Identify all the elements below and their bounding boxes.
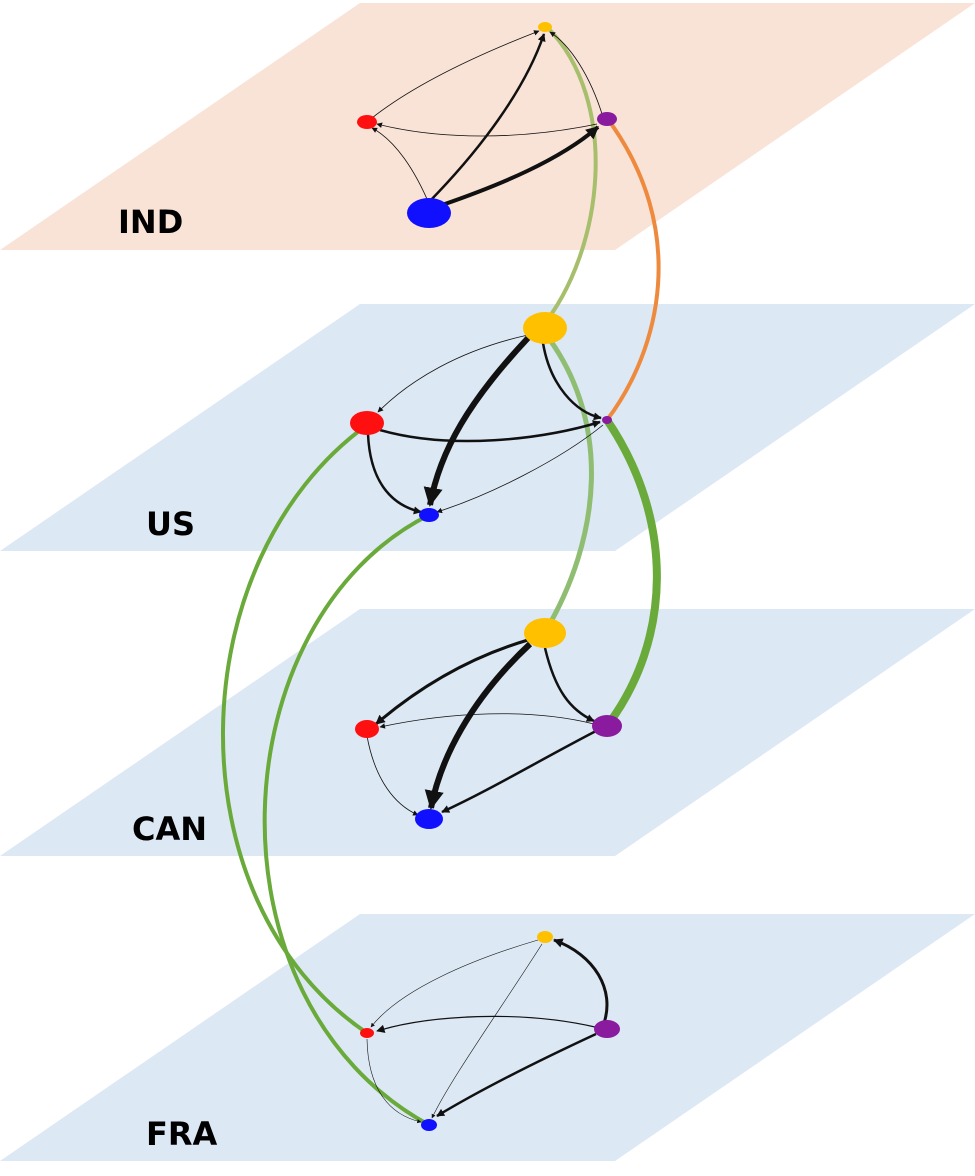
- edge-us-yellow-blue: [423, 335, 531, 507]
- edge-fra-red-blue: [366, 1038, 422, 1124]
- edge-us-red-purple: [379, 420, 601, 443]
- edge-ind-red-yellow: [371, 30, 540, 119]
- node-us-yellow: [523, 312, 567, 344]
- edge-ind-purple-yellow: [549, 31, 604, 118]
- interlayer-edge-us-can-purple: [603, 417, 661, 729]
- edge-ind-blue-red: [371, 127, 431, 207]
- node-can-purple: [592, 715, 622, 737]
- layer-planes: [0, 3, 975, 1161]
- interlayer-edge-ind-us-yellow: [539, 25, 598, 330]
- layer-label-can: CAN: [132, 810, 207, 848]
- node-us-purple: [602, 416, 612, 424]
- edge-can-yellow-purple: [543, 647, 595, 723]
- edge-ind-blue-yellow: [427, 33, 546, 204]
- edge-fra-purple-yellow: [553, 938, 609, 1024]
- edge-can-red-blue: [366, 735, 419, 816]
- nodes-fra: [360, 931, 620, 1131]
- edges-fra: [366, 938, 609, 1124]
- node-ind-red: [357, 115, 377, 129]
- edges-can: [366, 638, 597, 816]
- edges-ind: [371, 30, 604, 207]
- edge-us-yellow-purple: [541, 342, 602, 421]
- node-us-red: [350, 411, 384, 435]
- interlayer-edge-us-fra-blue: [262, 513, 430, 1127]
- edge-ind-purple-red: [376, 122, 598, 137]
- node-fra-purple: [594, 1020, 620, 1038]
- layer-labels: IND US CAN FRA: [118, 203, 218, 1153]
- edge-can-yellow-red: [375, 638, 529, 726]
- node-us-blue: [419, 508, 439, 522]
- node-ind-blue: [407, 198, 451, 228]
- edge-us-red-blue: [366, 433, 422, 515]
- nodes-ind: [357, 22, 617, 228]
- node-ind-purple: [597, 112, 617, 126]
- edges-us: [366, 334, 604, 515]
- node-fra-red: [360, 1028, 374, 1038]
- edge-us-yellow-red: [377, 334, 529, 413]
- node-can-red: [355, 720, 379, 738]
- node-can-blue: [415, 809, 443, 829]
- edge-fra-yellow-blue: [431, 943, 543, 1119]
- layer-plane-ind: [0, 3, 975, 250]
- layer-plane-fra: [0, 914, 975, 1161]
- node-can-yellow: [524, 618, 566, 648]
- edge-us-purple-blue: [436, 424, 604, 514]
- edge-can-purple-blue: [441, 729, 597, 814]
- edge-can-purple-red: [379, 713, 595, 729]
- layer-plane-can: [0, 609, 975, 856]
- layer-label-fra: FRA: [146, 1115, 218, 1153]
- nodes-can: [355, 618, 622, 829]
- edge-fra-yellow-red: [370, 939, 539, 1028]
- edge-fra-purple-red: [376, 1015, 596, 1033]
- layer-label-us: US: [146, 505, 195, 543]
- node-fra-blue: [421, 1119, 437, 1131]
- interlayer-edge-us-can-yellow: [539, 326, 594, 634]
- node-ind-yellow: [538, 22, 552, 32]
- nodes-us: [350, 312, 612, 522]
- interlayer-edge-us-fra-red: [221, 423, 369, 1035]
- edge-ind-blue-purple: [441, 125, 600, 207]
- interlayer-edge-ind-us-purple: [605, 116, 661, 422]
- edge-can-yellow-blue: [424, 641, 533, 810]
- layer-label-ind: IND: [118, 203, 183, 241]
- interlayer-edges: [221, 25, 661, 1127]
- edge-fra-purple-blue: [436, 1032, 597, 1118]
- node-fra-yellow: [537, 931, 553, 943]
- layer-plane-us: [0, 304, 975, 551]
